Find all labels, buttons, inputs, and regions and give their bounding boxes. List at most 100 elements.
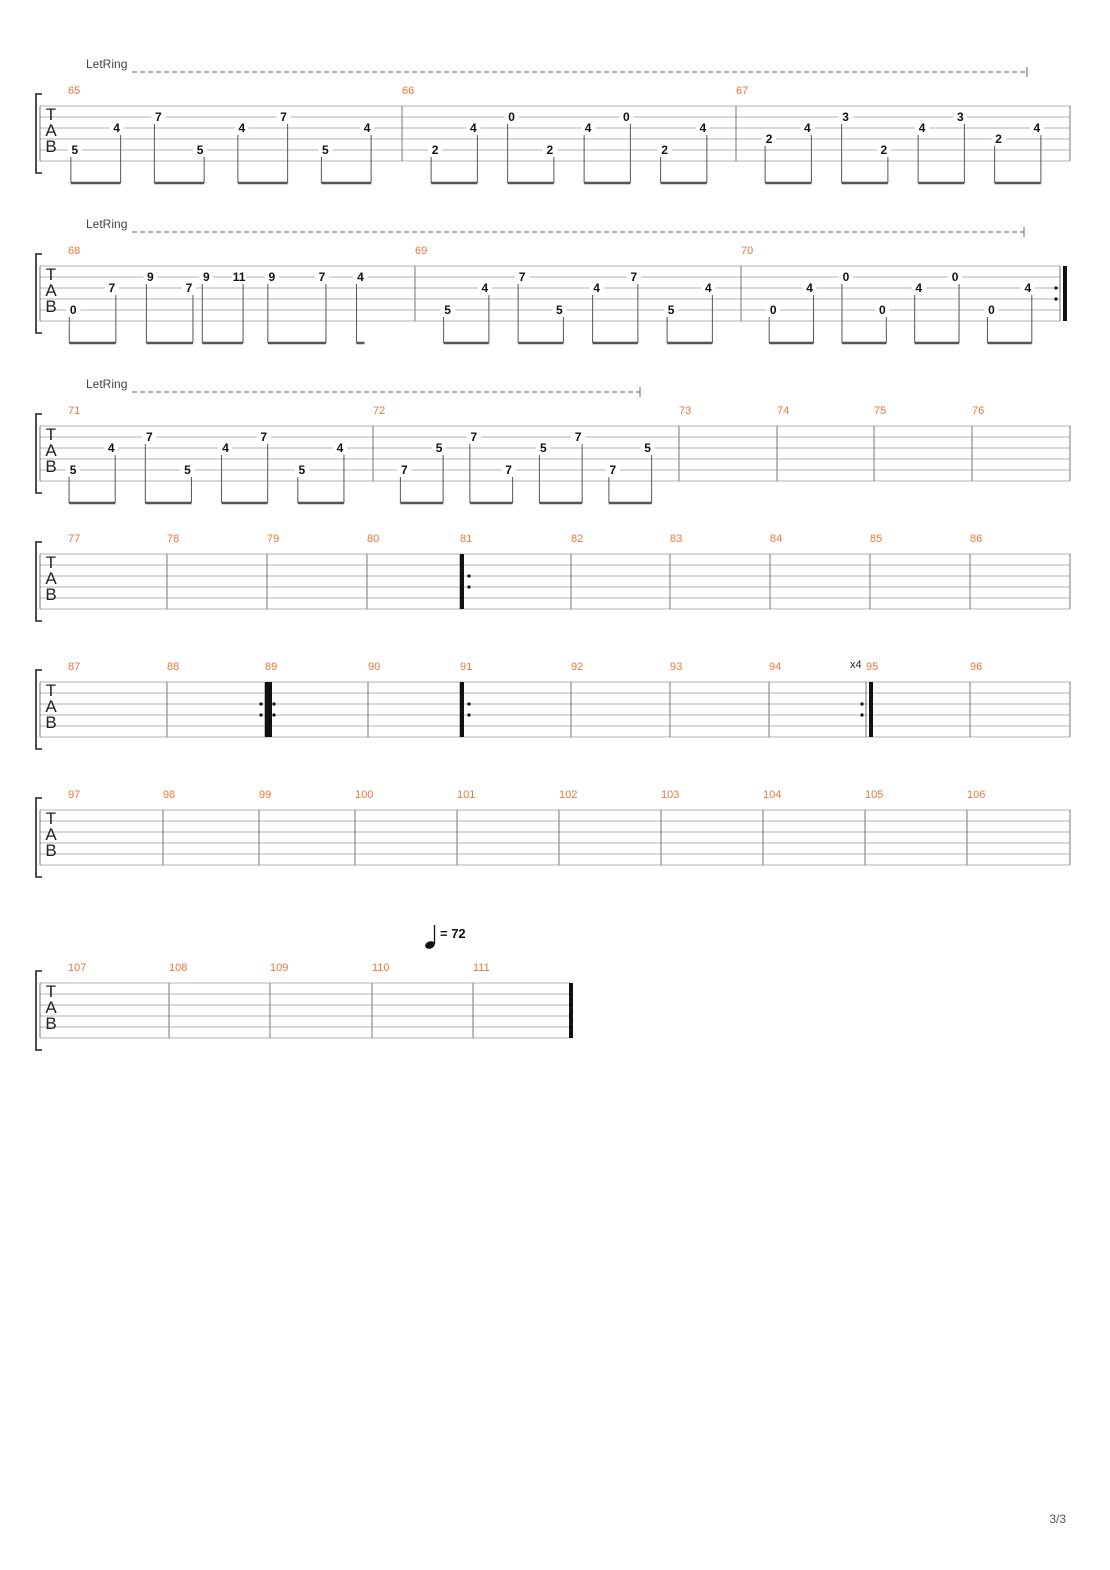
fret-number: 5 [322, 143, 329, 157]
tab-clef-letter: A [45, 998, 57, 1017]
fret-number: 0 [770, 303, 777, 317]
system-bracket [35, 253, 42, 334]
repeat-end-bar [1063, 266, 1067, 321]
repeat-dot [259, 702, 263, 706]
fret-mask [143, 271, 158, 283]
fret-mask [664, 304, 679, 316]
system-bracket [35, 413, 42, 494]
fret-mask [911, 282, 926, 294]
fret-number: 4 [585, 121, 592, 135]
fret-mask [199, 271, 214, 283]
fret-number: 4 [1024, 281, 1031, 295]
fret-mask [318, 144, 333, 156]
fret-number: 5 [72, 143, 79, 157]
repeat-start-bar [265, 682, 269, 737]
fret-mask [353, 271, 368, 283]
fret-number: 11 [233, 270, 246, 284]
fret-mask [619, 111, 634, 123]
measure-number: 81 [460, 533, 472, 545]
fret-mask [984, 304, 999, 316]
fret-mask [695, 122, 710, 134]
fret-number: 5 [298, 463, 305, 477]
measure-number: 101 [457, 789, 475, 801]
measure-number: 94 [769, 661, 781, 673]
fret-mask [915, 122, 930, 134]
fret-mask [264, 271, 279, 283]
quarter-note-icon [425, 941, 435, 949]
fret-number: 4 [222, 441, 229, 455]
tab-clef-letter: A [45, 825, 57, 844]
fret-number: 5 [644, 441, 651, 455]
fret-number: 4 [806, 281, 813, 295]
fret-mask [1020, 282, 1035, 294]
fret-mask [876, 144, 891, 156]
repeat-dot [467, 702, 471, 706]
fret-number: 7 [108, 281, 115, 295]
let-ring-label: LetRing [86, 57, 127, 71]
fret-mask [701, 282, 716, 294]
fret-mask [314, 271, 329, 283]
measure-number: 100 [355, 789, 373, 801]
fret-mask [232, 271, 247, 283]
system-bracket [35, 669, 42, 750]
fret-number: 7 [155, 110, 162, 124]
measure-number: 87 [68, 661, 80, 673]
measure-number: 75 [874, 405, 886, 417]
fret-number: 9 [147, 270, 154, 284]
fret-number: 2 [547, 143, 554, 157]
fret-mask [640, 442, 655, 454]
repeat-dot [272, 713, 276, 717]
measure-number: 97 [68, 789, 80, 801]
repeat-dot [467, 713, 471, 717]
fret-number: 0 [988, 303, 995, 317]
final-bar [569, 983, 573, 1038]
tab-clef-letter: T [46, 105, 56, 124]
fret-mask [218, 442, 233, 454]
measure-number: 73 [679, 405, 691, 417]
page-number: 3/3 [1049, 1512, 1066, 1526]
fret-mask [104, 442, 119, 454]
fret-mask [948, 271, 963, 283]
repeat-count: x4 [850, 659, 862, 671]
fret-number: 4 [470, 121, 477, 135]
repeat-dot [860, 713, 864, 717]
tab-clef-letter: B [45, 137, 56, 156]
fret-mask [66, 304, 81, 316]
fret-mask [875, 304, 890, 316]
tab-clef-letter: T [46, 265, 56, 284]
fret-number: 5 [556, 303, 563, 317]
fret-mask [581, 122, 596, 134]
measure-number: 72 [373, 405, 385, 417]
tab-clef-letter: T [46, 681, 56, 700]
fret-mask [360, 122, 375, 134]
repeat-dot [1054, 297, 1058, 301]
measure-number: 103 [661, 789, 679, 801]
fret-number: 4 [482, 281, 489, 295]
fret-mask [800, 122, 815, 134]
fret-number: 2 [881, 143, 888, 157]
fret-number: 7 [146, 430, 153, 444]
tab-clef-letter: B [45, 297, 56, 316]
fret-number: 2 [995, 132, 1002, 146]
repeat-dot [467, 574, 471, 578]
system-bracket [35, 541, 42, 622]
measure-number: 69 [415, 245, 427, 257]
fret-number: 7 [319, 270, 326, 284]
fret-number: 7 [260, 430, 267, 444]
fret-mask [466, 431, 481, 443]
tab-clef-letter: B [45, 713, 56, 732]
let-ring-label: LetRing [86, 377, 127, 391]
tab-clef-letter: B [45, 457, 56, 476]
tab-clef-letter: T [46, 982, 56, 1001]
fret-number: 5 [184, 463, 191, 477]
fret-number: 4 [239, 121, 246, 135]
measure-number: 80 [367, 533, 379, 545]
fret-number: 7 [471, 430, 478, 444]
measure-number: 102 [559, 789, 577, 801]
fret-mask [501, 464, 516, 476]
measure-number: 65 [68, 85, 80, 97]
